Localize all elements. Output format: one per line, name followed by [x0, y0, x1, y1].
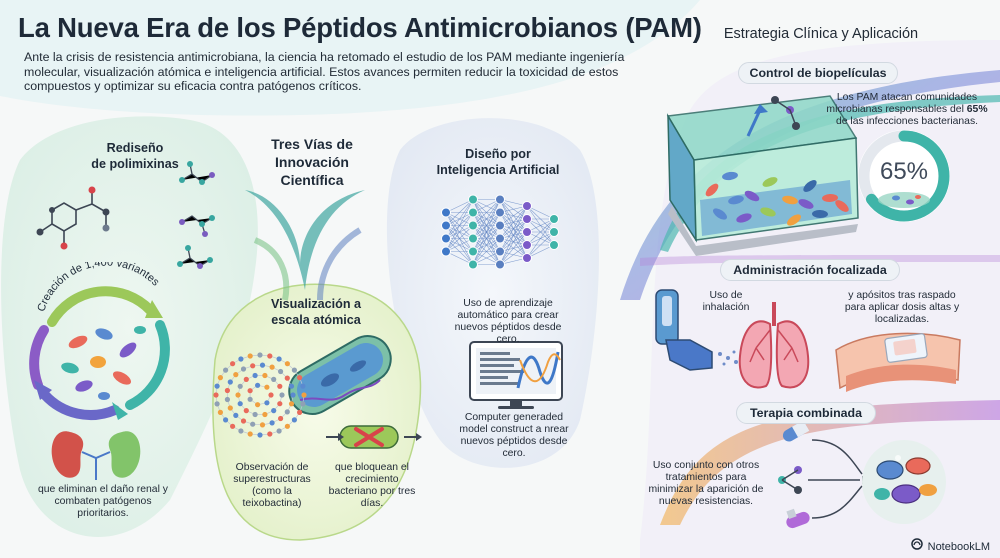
biofilm-text-part: Los PAM atacan comunidades microbianas r…	[826, 92, 978, 115]
center-title-line: Innovación	[275, 154, 349, 170]
atomic-caption-left: Observación de superestructuras (como la…	[233, 462, 311, 509]
center-title-line: Científica	[280, 172, 344, 188]
biofilm-pill: Control de biopelículas	[738, 62, 898, 84]
dressings-text: y apósitos tras raspado para aplicar dos…	[844, 290, 960, 325]
inhalation-text: Uso de inhalación	[702, 290, 750, 313]
notebooklm-brand: NotebookLM	[927, 541, 990, 553]
atomic-caption-right: que bloquean el crecimiento bacteriano p…	[328, 462, 416, 509]
polymyxin-title-line: de polimixinas	[91, 157, 179, 171]
center-title-line: Tres Vías de	[271, 136, 353, 152]
atomic-title-line: escala atómica	[271, 313, 361, 327]
strategy-title: Estrategia Clínica y Aplicación	[723, 26, 919, 42]
biofilm-text-part: de las infecciones bacterianas.	[835, 116, 979, 127]
atomic-title-line: Visualización a	[270, 297, 362, 311]
biofilm-text-highlight: 65%	[966, 104, 988, 115]
variants-cycle-label: Creación de 1,400 variantes	[35, 262, 161, 313]
page-title: La Nueva Era de los Péptidos Antimicrobi…	[18, 12, 702, 43]
variants-cycle-text: Creación de 1,400 variantes	[35, 262, 161, 313]
biofilm-text: Los PAM atacan comunidades microbianas r…	[824, 92, 990, 128]
gauge-label: 65%	[879, 158, 929, 185]
combo-pill: Terapia combinada	[736, 402, 876, 424]
atomic-title: Visualización a escala atómica	[246, 296, 386, 328]
ai-caption-bottom: Computer generaded model construct a nre…	[459, 412, 569, 459]
center-title: Tres Vías de Innovación Científica	[252, 135, 372, 189]
svg-text:Creación de 1,400 variantes: Creación de 1,400 variantes	[35, 262, 161, 313]
polymyxin-caption: que eliminan el daño renal y combaten pa…	[38, 484, 168, 519]
notebooklm-logo: NotebookLM	[912, 541, 990, 553]
polymyxin-title: Rediseño de polimixinas	[60, 140, 210, 172]
intro-paragraph: Ante la crisis de resistencia antimicrob…	[24, 50, 625, 94]
delivery-pill: Administración focalizada	[720, 259, 900, 281]
ai-title: Diseño por Inteligencia Artificial	[418, 146, 578, 178]
combo-text: Uso conjunto con otros tratamientos para…	[648, 460, 764, 507]
ai-caption-top: Uso de aprendizaje automático para crear…	[454, 298, 562, 345]
ai-title-line: Diseño por	[465, 147, 531, 161]
polymyxin-title-line: Rediseño	[106, 141, 164, 155]
ai-title-line: Inteligencia Artificial	[436, 163, 560, 177]
